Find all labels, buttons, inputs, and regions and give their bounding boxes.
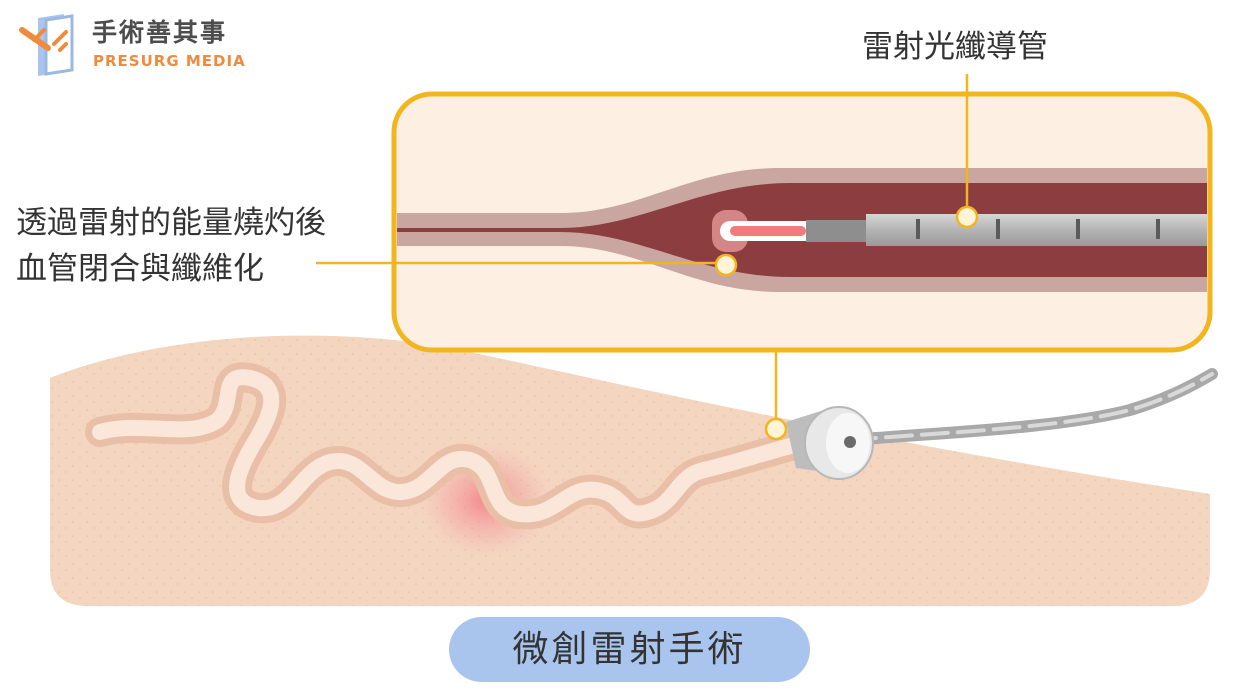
caption-text: 微創雷射手術	[512, 629, 747, 670]
vessel-zoom	[397, 168, 1207, 292]
fiber-cable	[844, 368, 1218, 446]
skin-limb	[50, 335, 1210, 606]
markers	[714, 205, 979, 441]
entry-marker	[764, 417, 788, 441]
brand-name-en: PRESURG MEDIA	[93, 52, 246, 70]
brand-name: 手術善其事	[92, 18, 228, 47]
effect-marker	[714, 253, 738, 277]
varicose-vein	[85, 362, 805, 530]
insertion-device-icon	[786, 406, 874, 480]
leader-lines	[316, 74, 969, 418]
effect-label-line2: 血管閉合與纖維化	[16, 251, 264, 287]
logo-icon	[19, 14, 74, 76]
catheter-label: 雷射光纖導管	[862, 29, 1048, 65]
caption-badge: 微創雷射手術	[449, 617, 810, 682]
effect-label-line1: 透過雷射的能量燒灼後	[16, 205, 326, 241]
catheter-marker	[955, 205, 979, 229]
